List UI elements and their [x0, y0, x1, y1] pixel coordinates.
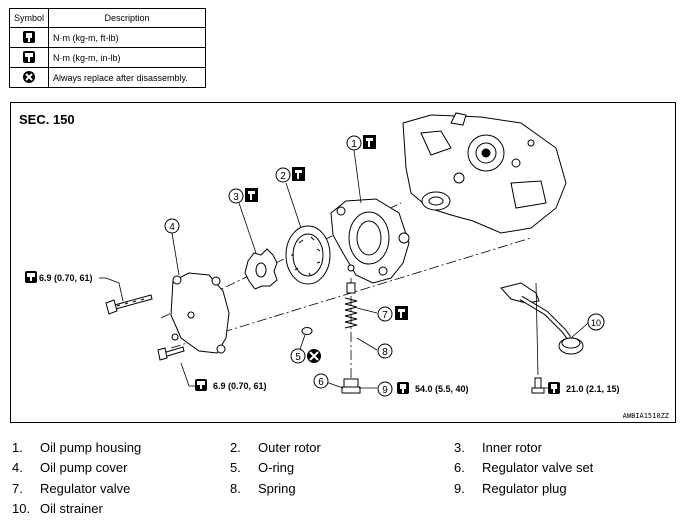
legend-row-3-symbol	[9, 67, 49, 88]
callout-4: 4	[164, 218, 180, 234]
callout-2: 2	[275, 167, 305, 183]
part-item-5: 5.O-ring	[230, 460, 295, 475]
part-item-10: 10.Oil strainer	[12, 501, 103, 516]
callout-10: 10	[587, 313, 605, 331]
svg-text:1: 1	[351, 139, 357, 150]
svg-text:6: 6	[318, 377, 324, 388]
o-ring-drawing	[301, 327, 313, 335]
svg-text:7: 7	[382, 310, 388, 321]
oil-strainer-drawing	[500, 282, 584, 355]
torque-wrench-ftlb-icon	[548, 382, 560, 394]
part-item-3: 3.Inner rotor	[454, 440, 542, 455]
section-label: SEC. 150	[19, 112, 75, 127]
svg-text:9: 9	[382, 385, 388, 396]
figure-code: AWBIA1510ZZ	[622, 412, 669, 420]
part-item-7: 7.Regulator valve	[12, 481, 131, 496]
exploded-view-diagram: SEC. 150	[10, 102, 676, 423]
svg-text:5: 5	[295, 352, 301, 363]
regulator-plug-drawing	[341, 378, 361, 394]
legend-row-1-symbol	[9, 27, 49, 48]
legend-row-2-description: N·m (kg-m, in-lb)	[48, 47, 206, 68]
callout-1: 1	[346, 135, 376, 151]
torque-callout-strainer-bolt: 21.0 (2.1, 15)	[548, 382, 620, 394]
svg-text:3: 3	[233, 192, 239, 203]
legend-header-description: Description	[48, 8, 206, 28]
exploded-view-drawing: 1 2 3 4 5 6	[25, 112, 620, 397]
callout-7: 7	[377, 306, 408, 322]
cover-bolt-upper-drawing	[105, 294, 153, 315]
svg-text:2: 2	[280, 171, 286, 182]
callout-5: 5	[290, 348, 321, 364]
svg-text:4: 4	[169, 222, 175, 233]
svg-text:54.0 (5.5, 40): 54.0 (5.5, 40)	[415, 384, 469, 394]
torque-callout-upper-bolt: 6.9 (0.70, 61)	[25, 271, 93, 283]
cover-bolt-lower-drawing	[157, 346, 185, 361]
part-item-9: 9.Regulator plug	[454, 481, 567, 496]
legend-row-1-description: N·m (kg-m, ft-lb)	[48, 27, 206, 48]
legend-header-symbol: Symbol	[9, 8, 49, 28]
callout-6: 6	[313, 373, 329, 389]
svg-text:8: 8	[382, 347, 388, 358]
symbol-legend-table: Symbol Description N·m (kg-m, ft-lb) N·m…	[9, 8, 206, 88]
outer-rotor-drawing	[285, 225, 331, 285]
callout-9: 9	[377, 381, 393, 397]
torque-wrench-ftlb-icon	[23, 30, 35, 43]
oil-pump-housing-drawing	[330, 198, 410, 284]
part-item-6: 6.Regulator valve set	[454, 460, 594, 475]
oil-pump-cover-drawing	[170, 272, 230, 354]
callout-3: 3	[228, 188, 258, 204]
part-item-4: 4.Oil pump cover	[12, 460, 128, 475]
torque-wrench-inlb-icon	[195, 379, 207, 391]
regulator-spring-drawing	[344, 282, 358, 329]
part-item-2: 2.Outer rotor	[230, 440, 321, 455]
torque-wrench-ftlb-icon	[397, 382, 409, 394]
torque-wrench-inlb-icon	[23, 50, 35, 63]
legend-row-3-description: Always replace after disassembly.	[48, 67, 206, 88]
always-replace-icon	[23, 70, 35, 83]
svg-text:21.0 (2.1, 15): 21.0 (2.1, 15)	[566, 384, 620, 394]
svg-text:10: 10	[591, 318, 601, 328]
inner-rotor-drawing	[244, 248, 278, 290]
strainer-bolt-drawing	[531, 377, 545, 394]
engine-block-outline	[402, 112, 567, 234]
torque-callout-regulator-plug: 54.0 (5.5, 40)	[397, 382, 469, 394]
part-item-1: 1.Oil pump housing	[12, 440, 142, 455]
torque-wrench-inlb-icon	[25, 271, 37, 283]
svg-text:6.9 (0.70, 61): 6.9 (0.70, 61)	[39, 273, 93, 283]
part-item-8: 8.Spring	[230, 481, 296, 496]
svg-text:6.9 (0.70, 61): 6.9 (0.70, 61)	[213, 381, 267, 391]
legend-row-2-symbol	[9, 47, 49, 68]
torque-callout-lower-bolt: 6.9 (0.70, 61)	[195, 379, 267, 391]
callout-8: 8	[377, 343, 393, 359]
